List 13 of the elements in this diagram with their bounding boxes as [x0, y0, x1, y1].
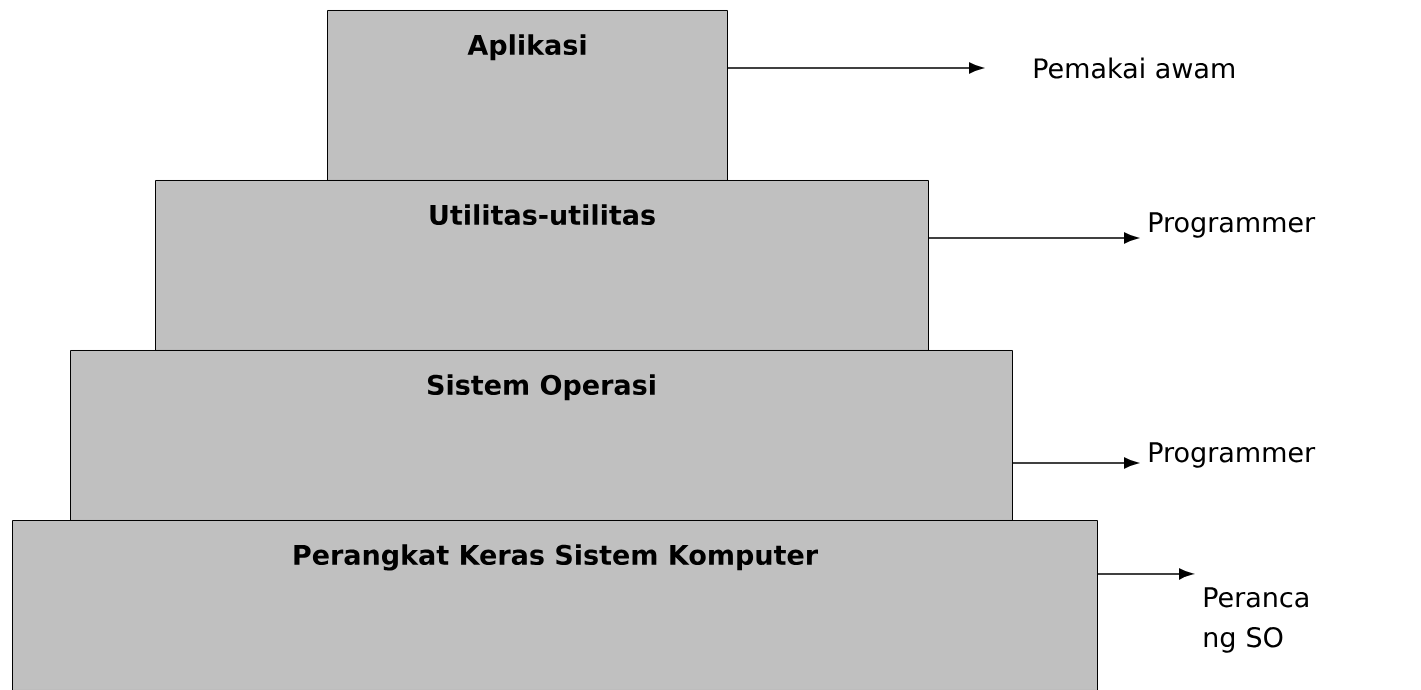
layer-box: Perangkat Keras Sistem Komputer [12, 520, 1098, 690]
arrow [727, 62, 983, 74]
role-label: Programmer [1149, 212, 1316, 238]
role-label: Pemakai awam [1034, 57, 1234, 79]
arrow [1097, 568, 1193, 580]
layer-box: Utilitas-utilitas [155, 180, 929, 351]
layer-box: Sistem Operasi [70, 350, 1013, 521]
role-label: Programmer [1149, 442, 1316, 468]
layer-box: Aplikasi [327, 10, 728, 181]
arrow [1012, 457, 1138, 469]
arrow [928, 232, 1138, 244]
role-label: Peranca ng SO [1204, 587, 1308, 653]
node-label: Perangkat Keras Sistem Komputer [294, 544, 819, 571]
